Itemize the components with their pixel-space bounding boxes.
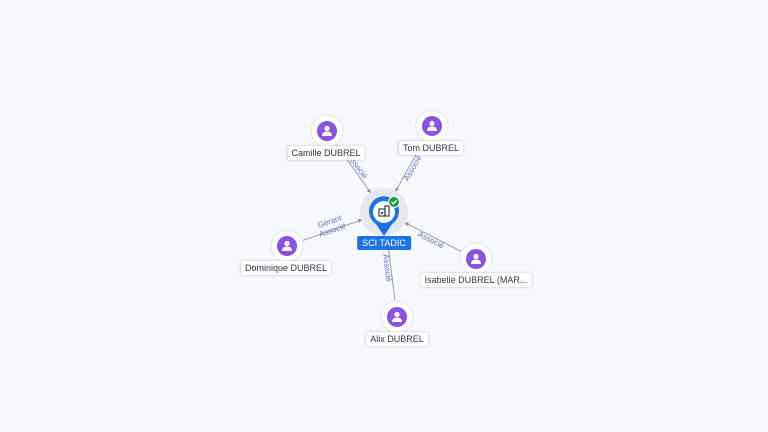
person-label-isabelle[interactable]: Isabelle DUBREL (MAR... — [420, 273, 532, 287]
person-label-camille[interactable]: Camille DUBREL — [287, 146, 365, 160]
person-node-isabelle[interactable] — [459, 242, 493, 276]
person-node-camille[interactable] — [310, 114, 344, 148]
person-label-tom[interactable]: Tom DUBREL — [398, 141, 464, 155]
person-icon — [471, 253, 481, 264]
check-icon — [388, 196, 400, 208]
edge-arrow-dominique — [357, 219, 363, 223]
company-label[interactable]: SCI TADIC — [357, 236, 411, 250]
person-label-dominique[interactable]: Dominique DUBREL — [240, 261, 332, 275]
edge-dominique — [302, 219, 363, 241]
edge-isabelle — [404, 222, 462, 252]
person-label-alix[interactable]: Alix DUBREL — [366, 332, 428, 346]
edge-label-isabelle-0: Associé — [417, 230, 447, 251]
person-icon — [392, 311, 402, 322]
person-icon — [427, 120, 437, 131]
edge-label-alix-0: Associé — [381, 253, 393, 282]
person-node-alix[interactable] — [380, 300, 414, 334]
person-node-dominique[interactable] — [270, 229, 304, 263]
edge-arrow-isabelle — [404, 222, 409, 227]
person-icon — [322, 125, 332, 136]
edge-label-tom-0: Associé — [402, 153, 424, 182]
building-icon — [378, 205, 390, 217]
person-icon — [282, 240, 292, 251]
edge-arrow-tom — [395, 187, 399, 192]
company-node[interactable] — [360, 188, 408, 236]
edge-arrow-camille — [366, 188, 371, 194]
person-node-tom[interactable] — [415, 109, 449, 143]
